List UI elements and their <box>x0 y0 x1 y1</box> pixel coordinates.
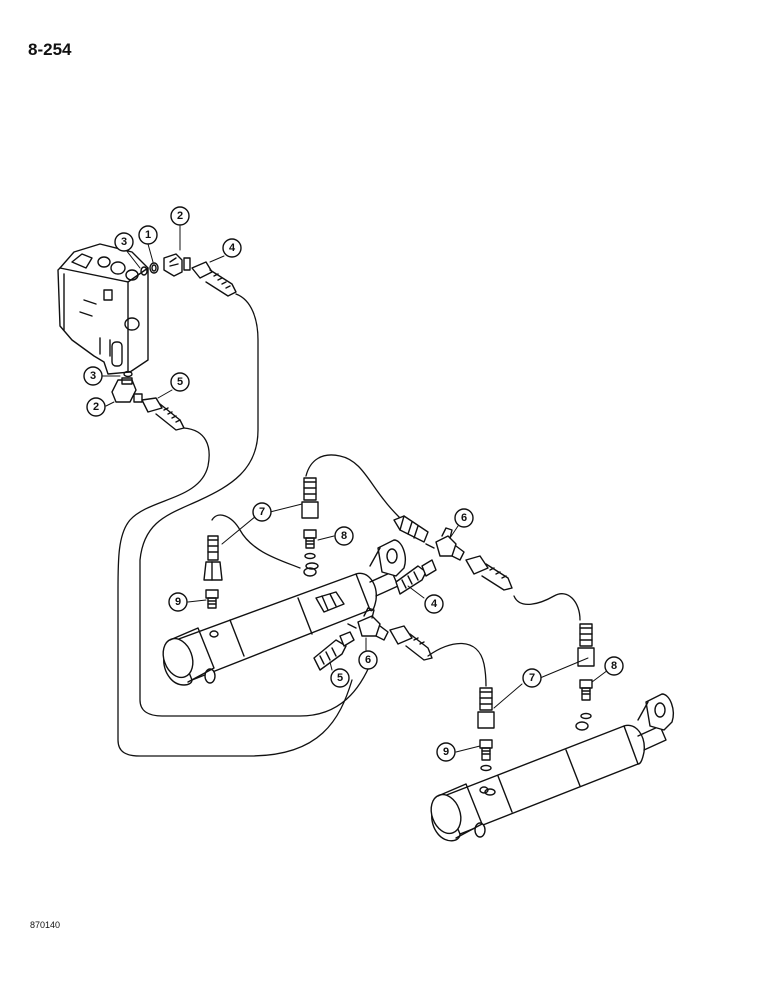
svg-text:5: 5 <box>177 376 183 388</box>
svg-text:4: 4 <box>229 242 236 254</box>
hose-end-5-upper <box>141 397 185 431</box>
svg-text:5: 5 <box>337 672 343 684</box>
hose-end-5-mid <box>313 631 355 671</box>
callout-5-mid-hose: 5 <box>330 668 350 688</box>
page-number: 8-254 <box>28 40 72 59</box>
hose-end-7-left-cylinder <box>203 535 223 581</box>
callout-6-lower-tee: 6 <box>358 650 378 670</box>
callout-4-valve-hose: 4 <box>222 238 242 258</box>
seal-ring-1 <box>149 262 159 274</box>
callout-7-right-hose: 7 <box>522 668 542 688</box>
left-cylinder-port-fitting <box>315 591 345 613</box>
right-hydraulic-cylinder <box>430 693 674 842</box>
hose-end-7-upper <box>301 477 319 519</box>
figure-code: 870140 <box>30 920 61 930</box>
svg-text:7: 7 <box>529 672 535 684</box>
callout-6-upper-tee: 6 <box>454 508 474 528</box>
callout-leaders <box>101 225 609 753</box>
elbow-fitting-2-upper <box>163 253 191 277</box>
svg-text:9: 9 <box>175 596 181 608</box>
callout-2-valve-elbow: 2 <box>170 206 190 226</box>
hose-end-upper-tee-right <box>465 555 513 591</box>
svg-text:6: 6 <box>365 654 371 666</box>
svg-text:3: 3 <box>121 236 127 248</box>
svg-text:1: 1 <box>145 229 151 241</box>
callout-7-left-hose: 7 <box>252 502 272 522</box>
tee-fitting-6-upper <box>425 527 465 561</box>
callout-3-lower-seal: 3 <box>83 366 103 386</box>
hose-end-4-upper <box>191 261 237 297</box>
svg-text:7: 7 <box>259 506 265 518</box>
svg-text:2: 2 <box>177 210 183 222</box>
left-cylinder-rod-port <box>305 562 319 570</box>
svg-text:3: 3 <box>90 370 96 382</box>
callout-1-valve-ring: 1 <box>138 225 158 245</box>
elbow-fitting-2-lower <box>111 377 143 403</box>
right-cylinder-port-fitting <box>484 712 592 796</box>
svg-text:9: 9 <box>443 746 449 758</box>
callout-5-lower-hose: 5 <box>170 372 190 392</box>
adapter-9-left <box>205 589 219 609</box>
callout-4-mid-hose: 4 <box>424 594 444 614</box>
adapter-8-left <box>303 529 317 560</box>
tee-fitting-6-lower <box>347 607 389 641</box>
callout-9-left-adapter: 9 <box>168 592 188 612</box>
callout-2-lower-elbow: 2 <box>86 397 106 417</box>
control-valve <box>57 243 149 375</box>
hose-end-7-right-lower <box>477 687 495 729</box>
hose-end-4-mid <box>395 559 437 595</box>
svg-text:8: 8 <box>611 660 617 672</box>
hose-end-upper-tee-left <box>393 515 429 543</box>
adapter-9-right <box>479 739 493 772</box>
o-ring-3-lower <box>123 370 133 378</box>
svg-text:6: 6 <box>461 512 467 524</box>
callout-3-valve-seal: 3 <box>114 232 134 252</box>
hose-end-lower-tee-right <box>389 625 433 661</box>
svg-text:2: 2 <box>93 401 99 413</box>
svg-text:4: 4 <box>431 598 438 610</box>
adapter-8-right <box>579 679 593 701</box>
callout-8-left-adapter: 8 <box>334 526 354 546</box>
hose-end-7-right-upper <box>577 623 595 667</box>
svg-text:8: 8 <box>341 530 347 542</box>
callout-9-right-adapter: 9 <box>436 742 456 762</box>
callout-8-right-adapter: 8 <box>604 656 624 676</box>
o-ring-3-upper <box>140 266 148 276</box>
hose-lines <box>117 293 581 757</box>
